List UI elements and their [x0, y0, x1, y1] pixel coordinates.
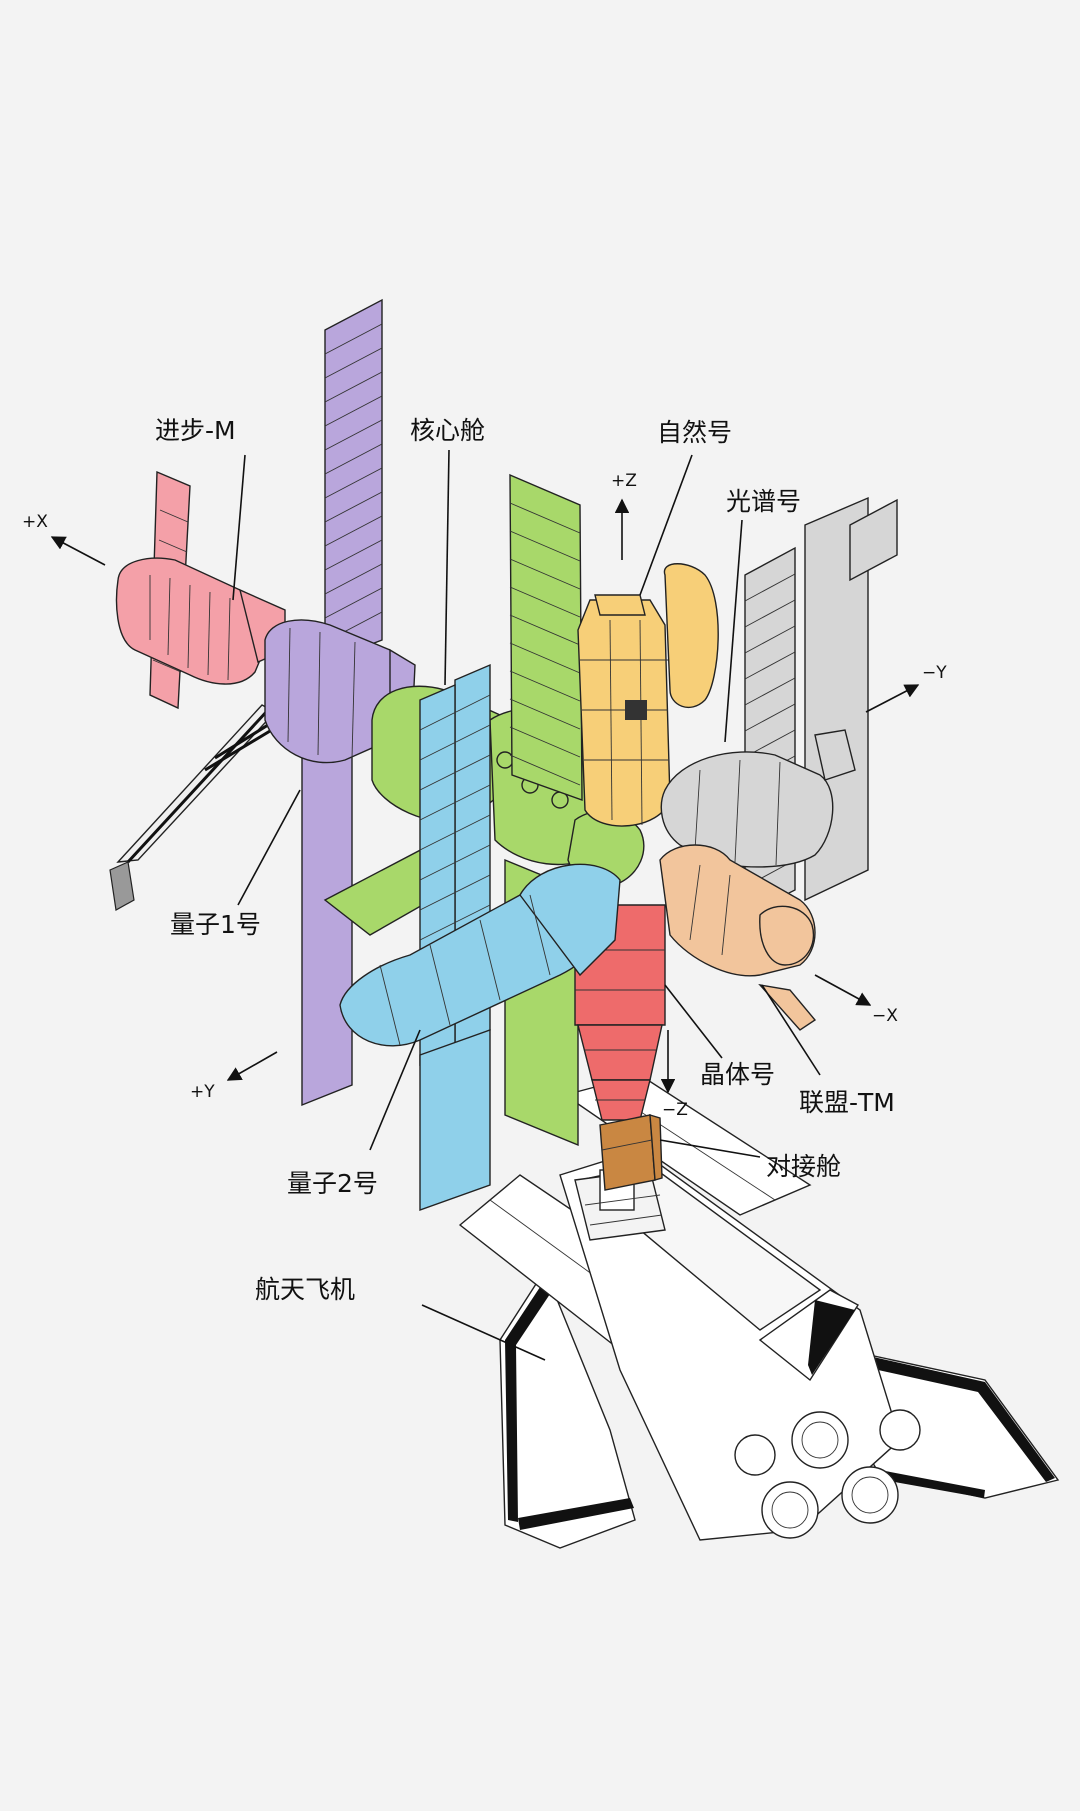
module-labels: 进步-M 核心舱 自然号 光谱号 量子1号 量子2号 晶体号 联盟-TM 对接舱… [155, 416, 895, 1304]
axis-plus-z: +Z [611, 471, 637, 491]
label-space-shuttle: 航天飞机 [255, 1275, 355, 1304]
label-kvant2: 量子2号 [287, 1169, 378, 1198]
label-kristall: 晶体号 [700, 1060, 775, 1089]
axis-minus-y: −Y [922, 663, 947, 683]
axis-minus-z: −Z [662, 1100, 688, 1120]
label-priroda: 自然号 [657, 418, 732, 447]
spektr-module [660, 496, 898, 917]
axis-plus-y: +Y [190, 1082, 215, 1102]
axis-minus-x: −X [872, 1006, 898, 1026]
progress-m-spacecraft [115, 470, 286, 710]
axis-arrows [50, 498, 920, 1094]
label-progress-m: 进步-M [155, 416, 236, 445]
label-kvant1: 量子1号 [170, 910, 261, 939]
label-docking-module: 对接舱 [766, 1152, 841, 1181]
kvant1-truss [109, 704, 293, 911]
kvant1-module [264, 298, 416, 1107]
label-core-module: 核心舱 [410, 416, 485, 445]
space-shuttle [458, 1074, 1060, 1549]
label-soyuz-tm: 联盟-TM [799, 1088, 895, 1117]
docking-module [599, 1114, 663, 1191]
soyuz-tm-spacecraft [659, 844, 817, 1031]
axis-labels: +X +Z −Y +Y −X −Z [22, 471, 947, 1120]
axis-plus-x: +X [22, 512, 48, 532]
leader-lines [232, 449, 821, 1361]
kvant2-module [339, 663, 621, 1211]
label-spektr: 光谱号 [726, 487, 801, 516]
priroda-module [577, 563, 719, 827]
